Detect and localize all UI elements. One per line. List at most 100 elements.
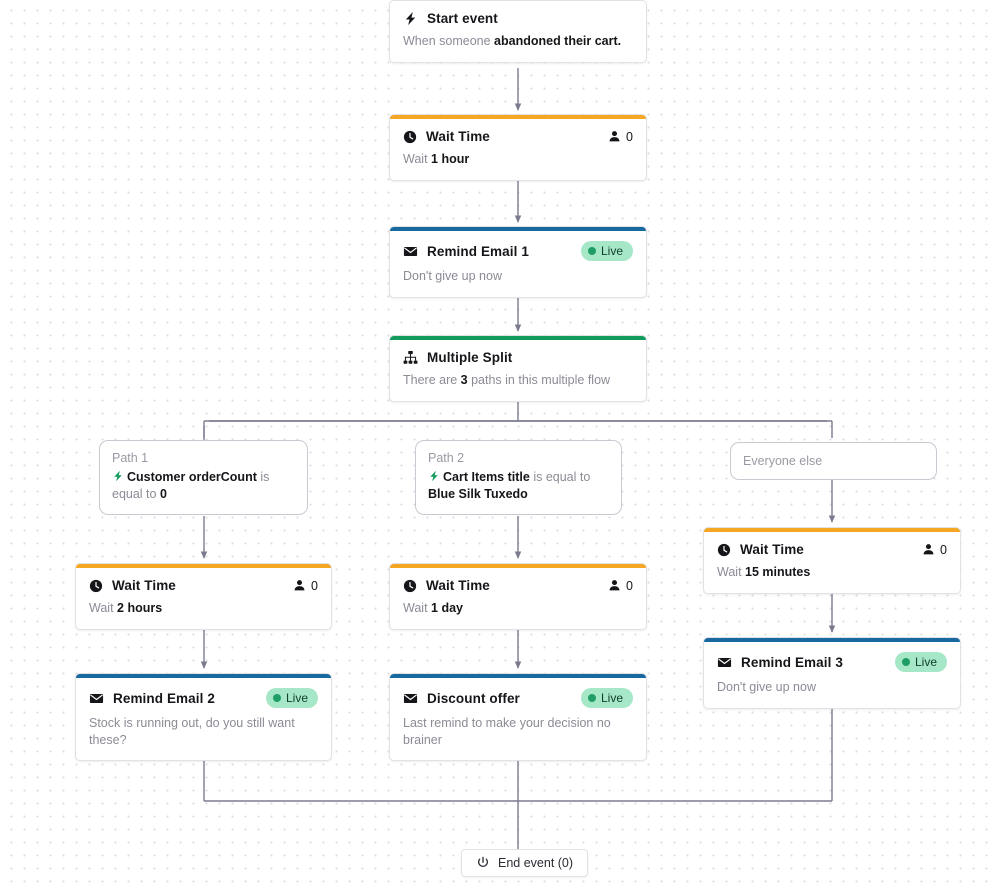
person-icon [922, 543, 935, 556]
clock-icon [717, 543, 731, 557]
accent-bar-blue [390, 674, 646, 678]
accent-bar-blue [390, 227, 646, 231]
node-wait-time-2[interactable]: Wait Time 0 Wait 2 hours [75, 563, 332, 630]
condition-value: Blue Silk Tuxedo [428, 487, 528, 502]
enrolled-count: 0 [626, 578, 633, 593]
path-label: Path 1 [112, 451, 149, 465]
person-icon [293, 579, 306, 592]
node-body: Don't give up now [403, 269, 502, 283]
status-label: Live [285, 691, 308, 705]
accent-bar-blue [76, 674, 331, 678]
body-prefix: Wait [89, 601, 118, 615]
node-remind-email-3[interactable]: Remind Email 3 Live Don't give up now [703, 637, 961, 709]
multiple-split-icon [403, 350, 418, 365]
status-badge: Live [265, 688, 318, 708]
body-strong: 2 hours [117, 601, 163, 615]
condition-operator: is equal to [529, 469, 591, 484]
condition-subject: Customer orderCount [127, 469, 257, 484]
enrolled-count: 0 [311, 578, 318, 593]
node-start-event[interactable]: Start event When someone abandoned their… [389, 0, 647, 63]
status-dot-icon [272, 694, 281, 702]
envelope-icon [403, 244, 418, 259]
condition-subject: Cart Items title [443, 469, 530, 484]
path-box-1[interactable]: Path 1 Customer orderCount is equal to 0 [99, 440, 308, 515]
path-condition: Cart Items title is equal to Blue Silk T… [428, 469, 609, 505]
body-prefix: Wait [403, 152, 432, 166]
node-body: Wait 2 hours [76, 597, 331, 629]
envelope-icon [89, 691, 104, 706]
bolt-icon [403, 11, 418, 26]
node-header: Wait Time 0 [704, 532, 960, 561]
node-body: Stock is running out, do you still want … [89, 716, 295, 747]
node-header: Remind Email 2 Live [76, 678, 331, 712]
clock-icon [403, 130, 417, 144]
node-header: Start event [390, 1, 646, 30]
enrolled-count-badge: 0 [922, 543, 947, 557]
enrolled-count-badge: 0 [293, 579, 318, 593]
path-condition: Customer orderCount is equal to 0 [112, 469, 295, 505]
status-badge: Live [580, 688, 633, 708]
node-header: Multiple Split [390, 340, 646, 369]
node-title: Remind Email 3 [741, 654, 843, 670]
node-body: Wait 1 hour [390, 148, 646, 180]
node-remind-email-2[interactable]: Remind Email 2 Live Stock is running out… [75, 673, 332, 761]
end-event-label: End event (0) [498, 856, 574, 870]
path-label: Path 2 [428, 451, 465, 465]
status-badge: Live [894, 652, 947, 672]
node-title: Discount offer [427, 690, 520, 706]
node-discount-offer[interactable]: Discount offer Live Last remind to make … [389, 673, 647, 761]
condition-value: 0 [159, 487, 167, 502]
accent-bar-green [390, 336, 646, 340]
node-wait-time-1[interactable]: Wait Time 0 Wait 1 hour [389, 114, 647, 181]
envelope-icon [403, 691, 418, 706]
status-dot-icon [587, 247, 596, 255]
node-title: Remind Email 1 [427, 243, 529, 259]
path-box-everyone-else[interactable]: Everyone else [730, 442, 937, 480]
node-title: Multiple Split [427, 350, 513, 365]
condition-operator: is equal to [112, 469, 270, 502]
status-label: Live [600, 244, 623, 258]
node-body: When someone abandoned their cart. [390, 30, 646, 62]
node-header: Wait Time 0 [390, 568, 646, 597]
node-header: Remind Email 1 Live [390, 231, 646, 265]
status-label: Live [600, 691, 623, 705]
node-title: Wait Time [112, 578, 176, 593]
node-end-event[interactable]: End event (0) [461, 849, 589, 877]
node-title: Wait Time [426, 578, 490, 593]
node-wait-time-3[interactable]: Wait Time 0 Wait 1 day [389, 563, 647, 630]
node-title: Remind Email 2 [113, 690, 215, 706]
node-header: Wait Time 0 [76, 568, 331, 597]
status-label: Live [914, 655, 937, 669]
node-title: Start event [427, 11, 498, 26]
node-body: Wait 15 minutes [704, 561, 960, 593]
node-title: Wait Time [740, 542, 804, 557]
body-suffix: paths in this multiple flow [467, 373, 611, 387]
person-icon [608, 579, 621, 592]
path-box-2[interactable]: Path 2 Cart Items title is equal to Blue… [415, 440, 622, 515]
node-body: Wait 1 day [390, 597, 646, 629]
body-prefix: When someone [403, 34, 495, 48]
node-remind-email-1[interactable]: Remind Email 1 Live Don't give up now [389, 226, 647, 298]
accent-bar-orange [76, 564, 331, 568]
accent-bar-orange [390, 564, 646, 568]
node-header: Wait Time 0 [390, 119, 646, 148]
node-multiple-split[interactable]: Multiple Split There are 3 paths in this… [389, 335, 647, 402]
enrolled-count: 0 [626, 129, 633, 144]
body-prefix: Wait [717, 565, 746, 579]
body-strong: abandoned their cart. [494, 34, 622, 48]
node-wait-time-4[interactable]: Wait Time 0 Wait 15 minutes [703, 527, 961, 594]
body-strong: 3 [460, 373, 468, 387]
clock-icon [89, 579, 103, 593]
status-badge: Live [580, 241, 633, 261]
status-dot-icon [587, 694, 596, 702]
status-dot-icon [901, 658, 910, 666]
node-body: Don't give up now [717, 680, 816, 694]
node-header: Discount offer Live [390, 678, 646, 712]
path-label: Everyone else [743, 453, 823, 468]
body-strong: 1 day [431, 601, 463, 615]
enrolled-count-badge: 0 [608, 579, 633, 593]
body-strong: 1 hour [431, 152, 470, 166]
bolt-icon [112, 470, 124, 482]
